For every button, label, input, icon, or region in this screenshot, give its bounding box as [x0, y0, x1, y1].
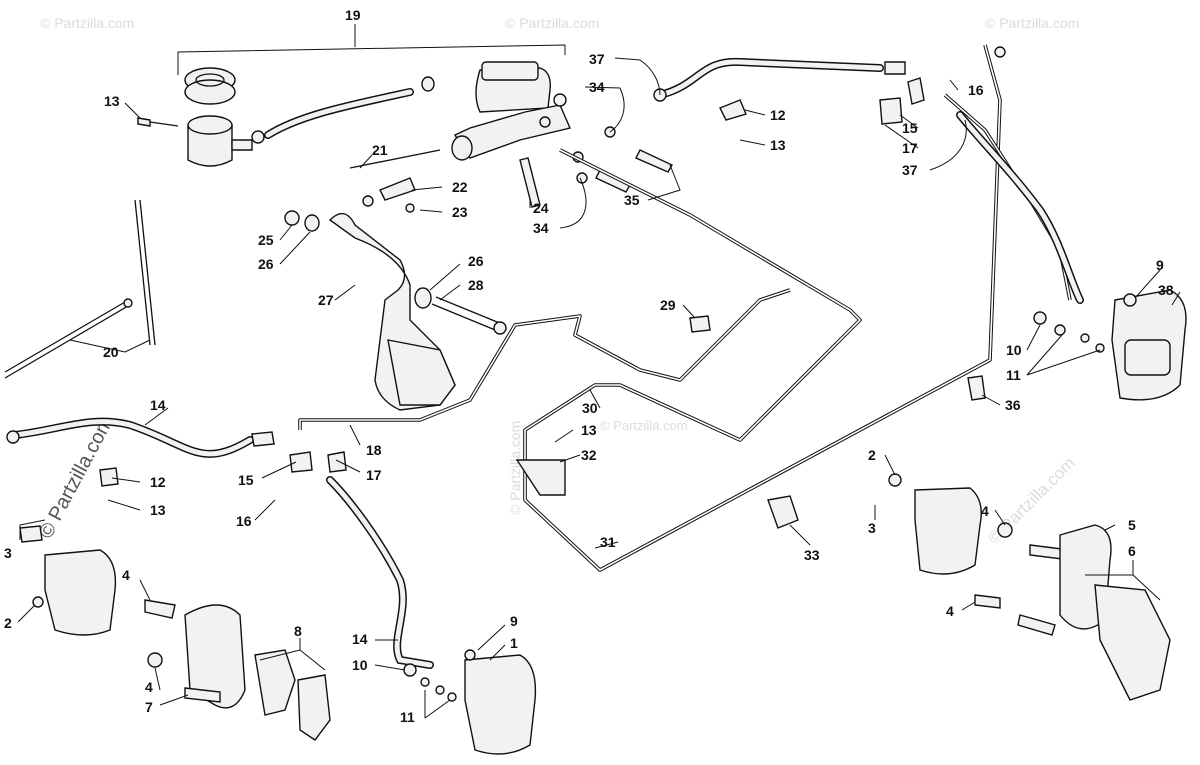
callout-11-right: 11: [1006, 367, 1021, 383]
callout-7: 7: [145, 699, 153, 715]
callout-33: 33: [804, 547, 820, 563]
callout-9-right: 9: [1156, 257, 1164, 273]
leader-lines: [17, 24, 1181, 719]
watermark-mid: © Partzilla.com: [600, 418, 688, 433]
nut-25: [284, 210, 300, 226]
watermark-top-left: © Partzilla.com: [40, 15, 134, 31]
callout-12-top: 12: [770, 107, 786, 123]
callout-26-left: 26: [258, 256, 274, 272]
reservoir-body: [187, 124, 233, 167]
callout-23: 23: [452, 204, 468, 220]
callout-19: 19: [345, 7, 361, 23]
callout-4-right-top: 4: [981, 503, 989, 519]
callout-13-center: 13: [581, 422, 597, 438]
callout-4-right-bottom: 4: [946, 603, 954, 619]
callout-21: 21: [372, 142, 388, 158]
callout-38: 38: [1158, 282, 1174, 298]
callout-30: 30: [582, 400, 598, 416]
clips-and-brackets: [99, 46, 1006, 529]
callout-labels: 19 13 21 22 23 24 34 34 35 37 37 12 13 1…: [4, 7, 1174, 725]
watermark-center: © Partzilla.com: [507, 421, 523, 515]
callout-8: 8: [294, 623, 302, 639]
callout-2-left: 2: [4, 615, 12, 631]
callout-14-bottom: 14: [352, 631, 368, 647]
reservoir-cap-base: [184, 79, 236, 105]
bracket-32: [515, 459, 566, 496]
callout-5: 5: [1128, 517, 1136, 533]
pads-6: [1094, 584, 1171, 701]
callout-10-right: 10: [1006, 342, 1022, 358]
callout-15-left: 15: [238, 472, 254, 488]
callout-32: 32: [581, 447, 597, 463]
callout-27: 27: [318, 292, 334, 308]
callout-17-top: 17: [902, 140, 918, 156]
brake-pedal-group: [284, 210, 507, 411]
pads-8: [254, 649, 296, 716]
callout-22: 22: [452, 179, 468, 195]
callout-25: 25: [258, 232, 274, 248]
master-cylinder-group: [137, 61, 673, 213]
callout-20: 20: [103, 344, 119, 360]
caliper-left-front: [44, 549, 117, 636]
callout-12-left: 12: [150, 474, 166, 490]
brake-hoses: [6, 57, 1084, 669]
callout-13-mid: 13: [770, 137, 786, 153]
watermark-top-center: © Partzilla.com: [505, 15, 599, 31]
callout-36: 36: [1005, 397, 1021, 413]
watermark-top-right: © Partzilla.com: [985, 15, 1079, 31]
callout-24: 24: [533, 200, 549, 216]
callout-35: 35: [624, 192, 640, 208]
callout-3-right: 3: [868, 520, 876, 536]
callout-29: 29: [660, 297, 676, 313]
bracket-7: [184, 604, 246, 709]
callout-2-right: 2: [868, 447, 876, 463]
callout-4-left-top: 4: [122, 567, 130, 583]
callout-37-right: 37: [902, 162, 918, 178]
calipers: [19, 289, 1187, 755]
clip-36: [967, 375, 986, 401]
callout-3-left: 3: [4, 545, 12, 561]
callout-17-left: 17: [366, 467, 382, 483]
caliper-1: [464, 654, 537, 755]
clip-33: [767, 495, 799, 529]
callout-13-left: 13: [150, 502, 166, 518]
callout-37-top: 37: [589, 51, 605, 67]
callout-13-top: 13: [104, 93, 120, 109]
callout-14-left: 14: [150, 397, 166, 413]
callout-15-top: 15: [902, 120, 918, 136]
callout-28: 28: [468, 277, 484, 293]
callout-6: 6: [1128, 543, 1136, 559]
callout-31: 31: [600, 534, 616, 550]
callout-34-bottom: 34: [533, 220, 549, 236]
cable-ties: [4, 199, 156, 379]
callout-10-bottom: 10: [352, 657, 368, 673]
callout-11-bottom: 11: [400, 709, 415, 725]
callout-1: 1: [510, 635, 518, 651]
callout-4-left-bottom: 4: [145, 679, 153, 695]
callout-9-bottom: 9: [510, 613, 518, 629]
caliper-right-front: [914, 487, 982, 575]
callout-16-top: 16: [968, 82, 984, 98]
callout-18: 18: [366, 442, 382, 458]
callout-26-right: 26: [468, 253, 484, 269]
callout-16-left: 16: [236, 513, 252, 529]
callout-34-top: 34: [589, 79, 605, 95]
